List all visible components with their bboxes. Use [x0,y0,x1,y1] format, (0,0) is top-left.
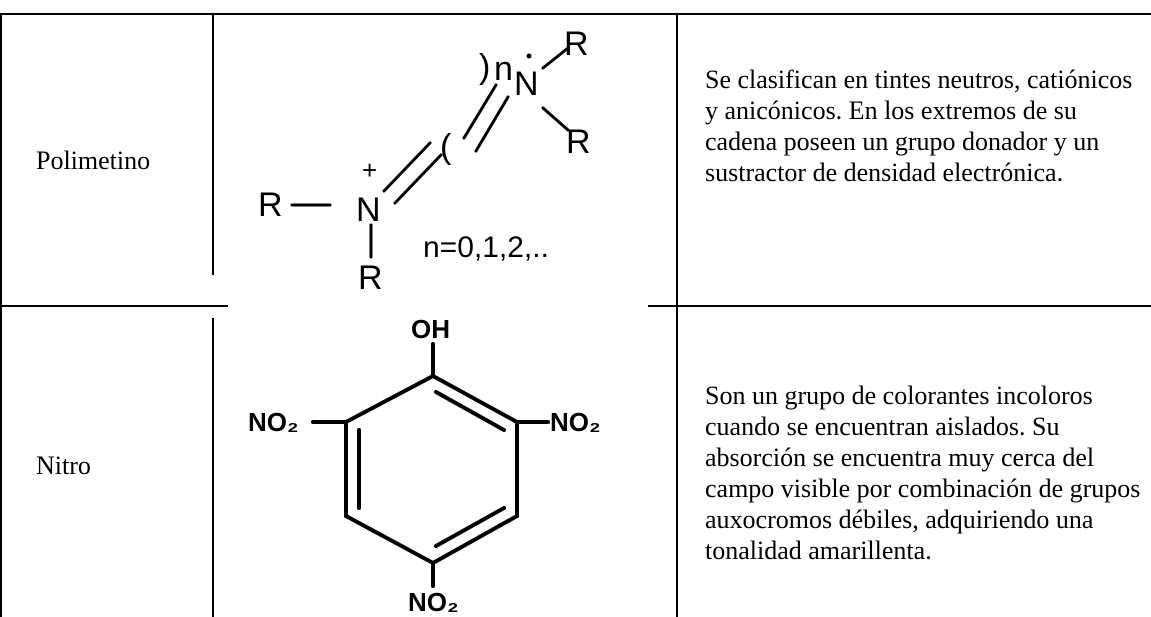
row-nitro-name: Nitro [36,451,91,480]
no2-right-label: NO₂ [550,407,601,437]
r-top-label: R [564,25,589,63]
r-left-label: R [258,186,283,224]
row-polimetino-name: Polimetino [36,146,151,175]
row-nitro-description: Son un grupo de colorantes incoloros cua… [705,381,1141,565]
no2-bottom-label: NO₂ [408,587,459,617]
table-row-divider-right [648,305,1151,307]
repeat-series-label: n=0,1,2,.. [423,231,549,264]
table-row-divider-left [0,305,228,307]
column-divider-1 [212,13,214,275]
n-right-label: N [514,65,539,103]
paren-right-label: ) [479,48,490,86]
plus-charge-label: + [362,155,377,185]
table-left-border [0,13,2,617]
oh-label: OH [411,318,450,344]
polymethine-structure: R R R R N N + n ( ) n=0,1,2,.. [258,25,591,297]
row-polimetino-description: Se clasifican en tintes neutros, catióni… [705,65,1133,187]
subscript-n-label: n [494,50,513,88]
n-left-label: N [356,191,381,229]
column-divider-1-lower [212,318,214,617]
r-bottom-label: R [358,259,383,297]
picric-acid-structure: OH NO₂ NO₂ NO₂ [248,318,601,617]
table-top-border [0,13,1151,15]
paren-left-label: ( [440,128,452,166]
r-right-label: R [566,123,591,161]
column-divider-2 [676,13,678,617]
no2-left-label: NO₂ [248,407,299,437]
